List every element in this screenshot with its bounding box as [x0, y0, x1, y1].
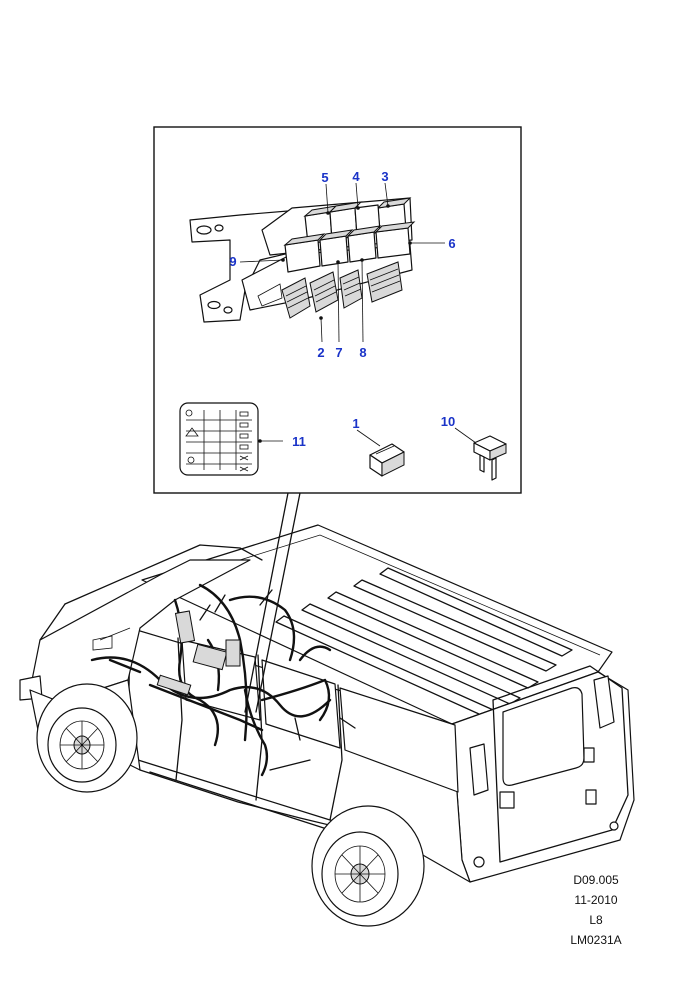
- vehicle-illustration: [19, 524, 635, 927]
- callout-2: 2: [317, 345, 324, 360]
- reference-code: D09.005: [573, 873, 619, 887]
- callout-7: 7: [335, 345, 342, 360]
- reference-level: L8: [589, 913, 603, 927]
- callout-6: 6: [448, 236, 455, 251]
- callout-1: 1: [352, 416, 359, 431]
- illustration-number: LM0231A: [570, 933, 621, 947]
- relay-box-assembly: [189, 197, 416, 323]
- callout-leaders: [239, 182, 477, 447]
- callout-10: 10: [441, 414, 455, 429]
- callout-11: 11: [292, 434, 306, 449]
- reference-date: 11-2010: [574, 893, 617, 907]
- inset-leader: [244, 492, 301, 713]
- blade-fuse: [473, 435, 507, 481]
- callout-5: 5: [321, 170, 328, 185]
- rear-wheel: [311, 805, 425, 927]
- fuse-label-card: [179, 402, 259, 476]
- callout-3: 3: [381, 169, 388, 184]
- fuse-puller-clip: [369, 443, 405, 477]
- callout-8: 8: [359, 345, 366, 360]
- wiring-harness: [90, 583, 356, 777]
- callout-4: 4: [352, 169, 360, 184]
- callout-9: 9: [229, 254, 236, 269]
- front-wheel: [36, 683, 138, 793]
